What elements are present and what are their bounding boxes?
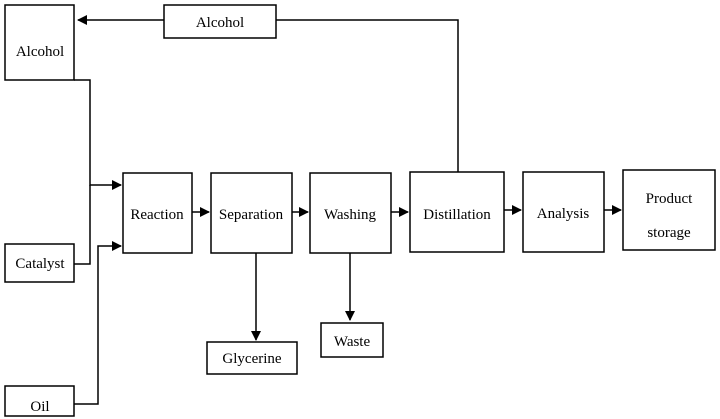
connectors [74, 15, 622, 405]
node-product-storage-label-line2: storage [647, 225, 691, 241]
node-distillation: Distillation [409, 171, 505, 253]
node-catalyst: Catalyst [4, 243, 75, 283]
node-analysis-label: Analysis [537, 206, 590, 222]
node-alcohol-input-label: Alcohol [16, 44, 64, 60]
edge-catalyst-to-reaction [74, 185, 91, 265]
node-waste-label: Waste [334, 334, 371, 350]
node-washing-label: Washing [324, 207, 377, 223]
node-alcohol-input: Alcohol [4, 4, 75, 81]
node-oil: Oil [4, 385, 75, 417]
node-product-storage: Product storage [622, 169, 716, 251]
node-glycerine: Glycerine [206, 341, 298, 375]
node-catalyst-label: Catalyst [15, 256, 65, 272]
node-oil-label: Oil [30, 399, 49, 415]
node-alcohol-recycle-label: Alcohol [196, 15, 244, 31]
edge-distillation-to-alcohol-recycle [276, 19, 459, 172]
node-glycerine-label: Glycerine [222, 351, 281, 367]
node-reaction: Reaction [122, 172, 193, 254]
node-distillation-label: Distillation [423, 207, 491, 223]
node-product-storage-label-line1: Product [646, 191, 693, 207]
node-washing: Washing [309, 172, 392, 254]
node-analysis: Analysis [522, 171, 605, 253]
node-waste: Waste [320, 322, 384, 358]
edge-oil-to-reaction [74, 241, 122, 405]
node-alcohol-recycle: Alcohol [163, 4, 277, 39]
edge-alcohol-input-to-reaction [74, 79, 122, 190]
node-reaction-label: Reaction [130, 207, 184, 223]
node-separation: Separation [210, 172, 293, 254]
node-separation-label: Separation [219, 207, 284, 223]
